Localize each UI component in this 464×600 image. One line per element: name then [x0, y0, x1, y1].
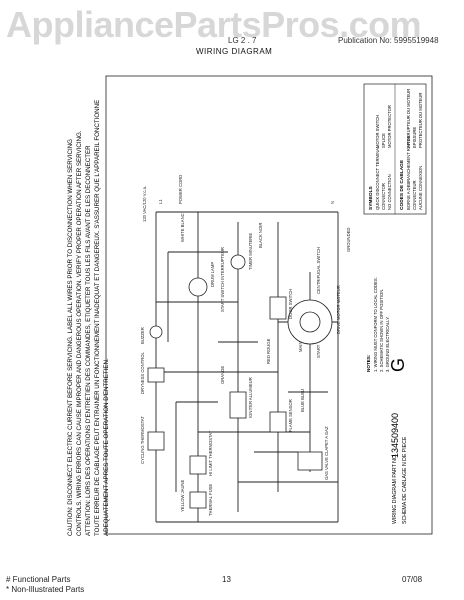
label-grounded: GROUNDED	[346, 228, 351, 252]
note-line: 2. SCHEMATIC SHOWN IN OFF POSITION.	[379, 289, 384, 372]
footer-functional-parts: # Functional Parts	[6, 575, 71, 584]
page-number: 13	[222, 575, 231, 584]
wiring-diagram-svg: CAUTION: DISCONNECT ELECTRIC CURRENT BEF…	[67, 75, 433, 536]
label-hi-limit: HI LIMIT THERMOSTAT	[208, 430, 213, 476]
footer-non-illustrated-parts: * Non-Illustrated Parts	[6, 585, 85, 594]
igniter-icon	[229, 391, 247, 419]
dryness-control-icon	[147, 367, 165, 383]
label-l1: L1	[158, 199, 163, 204]
drum-lamp-icon	[188, 277, 208, 297]
diagram-title: WIRING DIAGRAM	[196, 47, 273, 56]
buzzer-icon	[149, 325, 163, 339]
part-number-label-fr: SCHEMA DE CABLAGE N DE PIECE	[402, 436, 408, 524]
legend-en-item: SPLICE	[381, 133, 386, 148]
model-number: LG 2 . 7	[228, 36, 257, 45]
centrifugal-switch-icon	[299, 311, 321, 333]
legend-en-item: NO CONNECTION	[387, 174, 392, 210]
legend-fr-title: CODES DE CABLAGE	[399, 159, 405, 210]
part-number: 134509400	[390, 413, 400, 458]
label-centrifugal: CENTRIFUGAL SWITCH	[316, 247, 321, 294]
caution-en-line-1: CAUTION: DISCONNECT ELECTRIC CURRENT BEF…	[67, 139, 74, 536]
door-switch-icon	[269, 296, 287, 320]
label-cycling-thermostat: CYCLING THERMOSTAT	[140, 416, 145, 464]
label-start-switch: START SWITCH INTERRUPTEUR	[220, 247, 225, 312]
legend-en-item: MOTOR SWITCH	[375, 115, 380, 148]
legend-en-item: QUICK DISCONNECT TERMINAL	[375, 145, 380, 210]
legend-fr-item: BORNE A DEBRANCHEMENT RAPIDE	[406, 135, 411, 210]
caution-fr-line-2: TOUTE ERREUR DE CABLAGE PEUT ENTRAINER U…	[94, 100, 101, 536]
label-drum-lamp: DRUM LAMP	[210, 262, 215, 287]
note-line: 1. WIRING MUST CONFORM TO LOCAL CODES.	[373, 277, 378, 372]
watermark: AppliancePartsPros.com	[6, 4, 422, 45]
notes-title: NOTES:	[366, 354, 371, 372]
label-yellow: YELLOW JAUNE	[180, 479, 185, 512]
notes-block: NOTES: 1. WIRING MUST CONFORM TO LOCAL C…	[366, 277, 390, 372]
label-gas-valve: GAS VALVE CLAPET A GAZ	[324, 426, 329, 480]
legend-fr-item: INTERRUPTEUR DU MOTEUR	[406, 89, 411, 148]
publication-number: Publication No: 5995519948	[338, 36, 439, 45]
wiring-diagram-frame: CAUTION: DISCONNECT ELECTRIC CURRENT BEF…	[58, 72, 436, 540]
cycling-thermostat-icon	[147, 431, 165, 451]
flame-sensor-icon	[269, 411, 287, 433]
legend-fr-item: PROTECTEUR DU MOTEUR	[418, 93, 423, 148]
legend-fr-item: EPISSURE	[412, 127, 417, 148]
schematic-components	[147, 254, 333, 509]
label-start-winding: START	[316, 344, 321, 358]
legend-en-item: MOTOR PROTECTOR	[387, 105, 392, 148]
label-black: BLACK NOIR	[258, 223, 263, 248]
gas-valve-icon	[297, 451, 323, 471]
label-n: N	[330, 201, 335, 204]
warning-block: CAUTION: DISCONNECT ELECTRIC CURRENT BEF…	[67, 100, 110, 536]
label-igniter: IGNITER ALLUMEUR	[248, 377, 253, 418]
label-orange: ORANGE	[220, 366, 225, 384]
label-red: RED ROUGE	[266, 338, 271, 364]
part-number-block: WIRING DIAGRAM PART NO. 134509400 SCHEMA…	[390, 413, 408, 524]
schematic-wires	[155, 211, 339, 523]
label-flame-sensor: FLAME SENSOR	[288, 399, 293, 432]
legend-en: SYMBOLS QUICK DISCONNECT TERMINAL CONNEC…	[368, 105, 392, 210]
legend-fr-item: AUCUNE CONNEXION	[418, 166, 423, 210]
legend-fr: CODES DE CABLAGE BORNE A DEBRANCHEMENT R…	[399, 89, 423, 210]
label-timer: TIMER MINUTERIE	[248, 233, 253, 270]
label-buzzer: BUZZER	[140, 327, 145, 344]
schematic-labels: 120 VAC/120 V.c.a. L1 N POWER CORD DRUM …	[140, 175, 351, 516]
label-white: WHITE BLANC	[180, 213, 185, 242]
caution-fr-line-1: ATTENTION: LORS DES OPERATIONS D'ENTRETI…	[85, 145, 92, 536]
label-supply: 120 VAC/120 V.c.a.	[142, 186, 147, 222]
legend-fr-item: CONNECTEUR	[412, 180, 417, 210]
hi-limit-thermostat-icon	[189, 455, 207, 475]
label-blue: BLUE BLEU	[300, 389, 305, 412]
part-number-label: WIRING DIAGRAM PART NO.	[392, 454, 398, 524]
label-dryness-control: DRYNESS CONTROL	[140, 352, 145, 394]
legend-en-item: CONNECTOR	[381, 183, 386, 210]
caution-en-line-2: CONTROLS. WIRING ERRORS CAN CAUSE IMPROP…	[76, 130, 83, 536]
timer-motor-icon	[230, 254, 246, 270]
label-drive-motor: DRIVE MOTOR MOTEUR	[336, 285, 341, 334]
diagram-border	[105, 75, 433, 535]
label-power-cord: POWER CORD	[178, 175, 183, 204]
note-line: 3. GROUND ELECTRICALLY.	[385, 316, 390, 372]
label-main-winding: MAIN	[298, 342, 303, 352]
legend-en-title: SYMBOLS	[368, 185, 374, 210]
revision-letter: G	[388, 358, 408, 372]
label-thermal-fuse: THERMAL FUSE	[208, 484, 213, 516]
label-door-switch: DOOR SWITCH	[288, 289, 293, 319]
caution-fr-line-3: ADEQUATEMENT APRES TOUTE OPERATION D'ENT…	[103, 358, 110, 536]
footer-date: 07/08	[402, 575, 423, 584]
thermal-fuse-icon	[189, 491, 207, 509]
